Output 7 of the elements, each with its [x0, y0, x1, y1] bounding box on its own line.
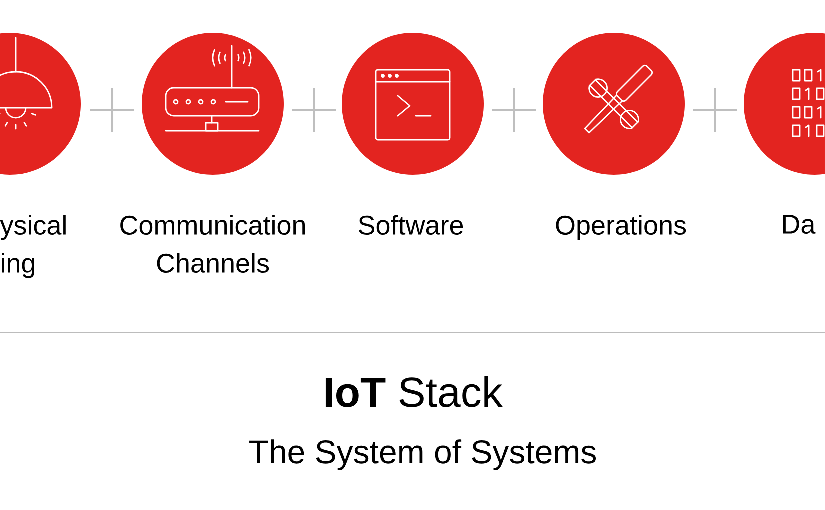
step-label: Software: [358, 215, 464, 235]
step-label: Da: [783, 215, 816, 234]
step-label: Communication Channels: [120, 215, 306, 274]
title: IoT Stack: [326, 376, 503, 408]
step-label: Operations: [556, 215, 686, 240]
step-label: ysical ing: [0, 215, 66, 278]
subtitle: The System of Systems: [250, 440, 596, 470]
